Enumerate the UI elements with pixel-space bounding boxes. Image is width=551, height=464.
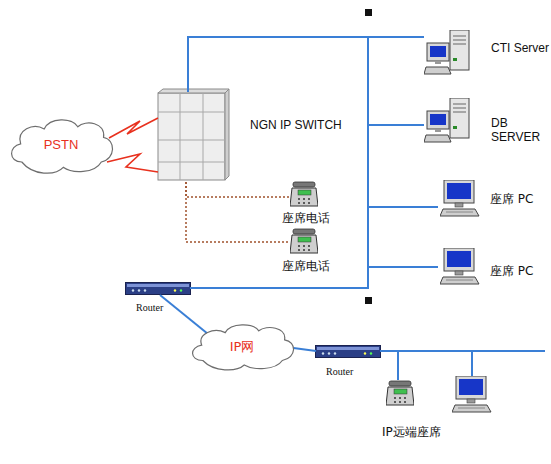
server-node: CTI Server xyxy=(424,28,551,78)
link-line xyxy=(188,37,424,92)
bus-terminator xyxy=(365,9,372,16)
phone-icon xyxy=(386,381,414,405)
router-node: Router xyxy=(124,280,192,315)
phone-node: 座席电话 xyxy=(279,180,333,228)
server-icon xyxy=(424,30,469,74)
router-node: Router xyxy=(314,343,382,378)
link-line xyxy=(107,118,158,172)
node-label: IP网 xyxy=(186,340,298,355)
pc-icon xyxy=(440,180,479,216)
pc-icon xyxy=(452,376,491,412)
node-label: 座席 PC xyxy=(490,265,550,279)
bus-terminator xyxy=(365,297,372,304)
link-line xyxy=(186,182,290,197)
phone-node: 座席电话 xyxy=(279,226,333,276)
server-node: DB SERVER xyxy=(424,98,551,146)
pc-icon xyxy=(440,248,479,284)
node-label: DB SERVER xyxy=(491,117,551,145)
phone-icon xyxy=(290,229,318,253)
pc-node: 座席 PC xyxy=(438,248,551,288)
link-line xyxy=(160,295,208,334)
node-label: IP远端座席 xyxy=(382,426,482,440)
remote-seat-node: IP远端座席 xyxy=(380,372,500,444)
switch-cabinet xyxy=(158,89,229,180)
node-label: PSTN xyxy=(5,138,117,153)
link-line xyxy=(188,37,368,288)
node-label: 座席 PC xyxy=(490,193,550,207)
link-line xyxy=(188,37,424,125)
cloud-node: PSTN xyxy=(5,114,117,178)
switch-node: NGN IP SWITCH xyxy=(155,92,360,182)
link-line xyxy=(186,182,290,242)
node-label: CTI Server xyxy=(491,42,551,56)
link-line xyxy=(188,37,438,207)
node-label: 座席电话 xyxy=(279,260,333,274)
link-line xyxy=(188,37,438,267)
router-icon xyxy=(316,346,381,358)
link-line xyxy=(380,351,545,380)
cloud-node: IP网 xyxy=(186,320,298,374)
node-label: 座席电话 xyxy=(279,212,333,226)
node-label: Router xyxy=(136,302,186,314)
phone-icon xyxy=(290,182,318,206)
server-icon xyxy=(424,98,469,142)
pc-node: 座席 PC xyxy=(438,180,551,220)
node-label: Router xyxy=(326,366,376,378)
node-label: NGN IP SWITCH xyxy=(250,119,360,133)
router-icon xyxy=(126,283,191,295)
